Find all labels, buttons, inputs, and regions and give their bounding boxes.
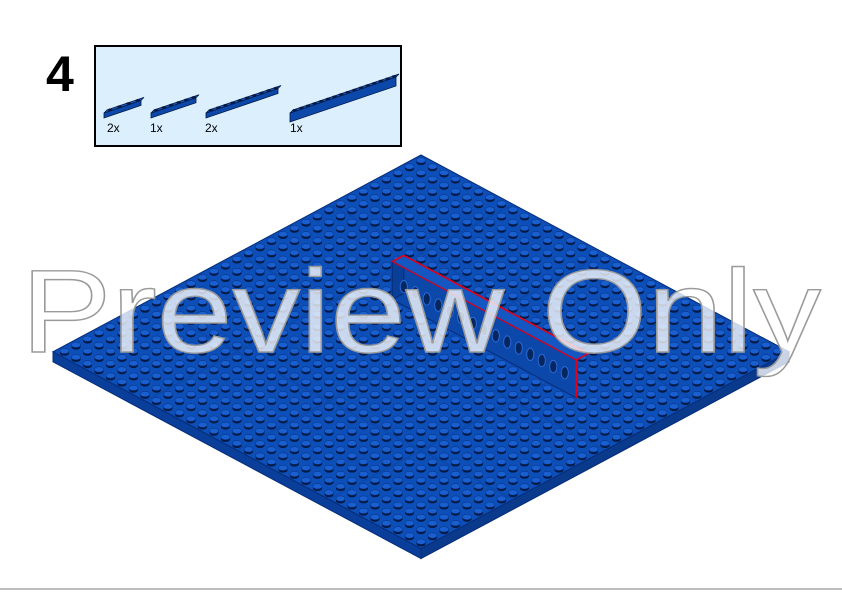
- blue-technic-beam-short-icon: [103, 97, 145, 119]
- placed-technic-brick-icon: [391, 254, 590, 399]
- part-qty-2: 2x: [205, 121, 218, 135]
- part-qty-0: 2x: [107, 121, 120, 135]
- blue-technic-brick-1x16-icon: [289, 73, 400, 123]
- blue-technic-beam-medium-icon: [150, 94, 200, 119]
- step-number: 4: [46, 46, 74, 102]
- baseplate-icon: [51, 154, 791, 560]
- footer-divider: [0, 588, 842, 590]
- preview-only-watermark: Preview Only: [21, 246, 821, 378]
- part-qty-3: 1x: [290, 121, 303, 135]
- blue-technic-beam-long-icon: [205, 85, 282, 119]
- part-qty-1: 1x: [150, 121, 163, 135]
